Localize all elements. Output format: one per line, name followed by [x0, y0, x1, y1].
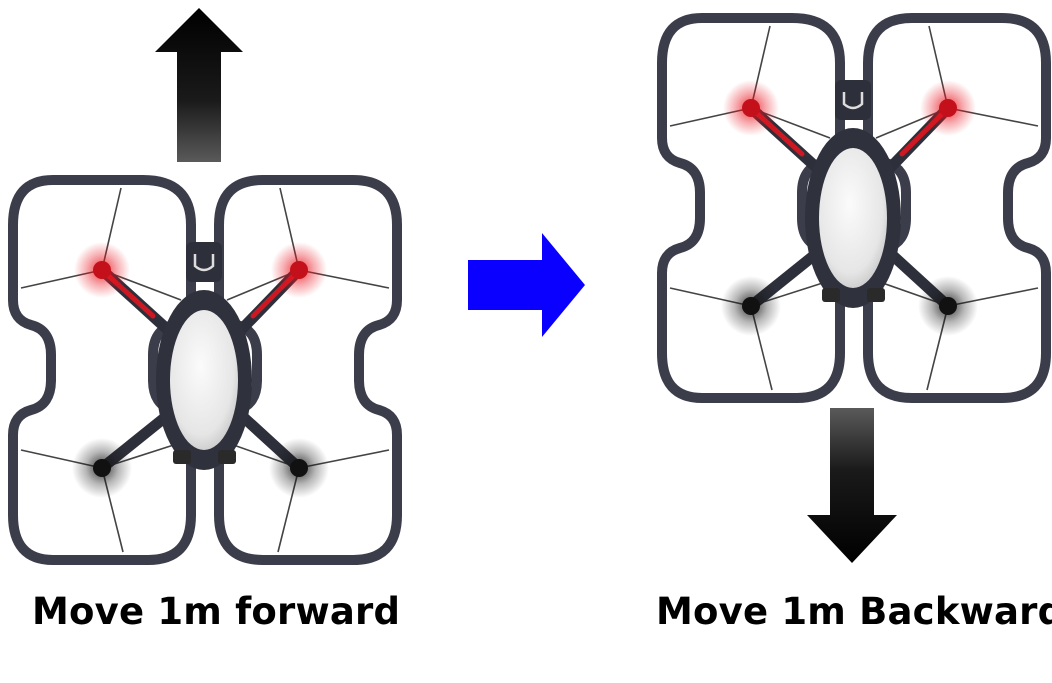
- quadcopter-top-view-icon: [662, 18, 1046, 398]
- quadcopter-top-view-icon: [13, 180, 397, 560]
- arrow-right-icon: [468, 233, 585, 337]
- caption-move-backward: Move 1m Backward: [656, 590, 1052, 633]
- caption-move-forward: Move 1m forward: [32, 590, 401, 633]
- arrow-down-icon: [807, 408, 897, 563]
- arrow-up-icon: [155, 8, 243, 162]
